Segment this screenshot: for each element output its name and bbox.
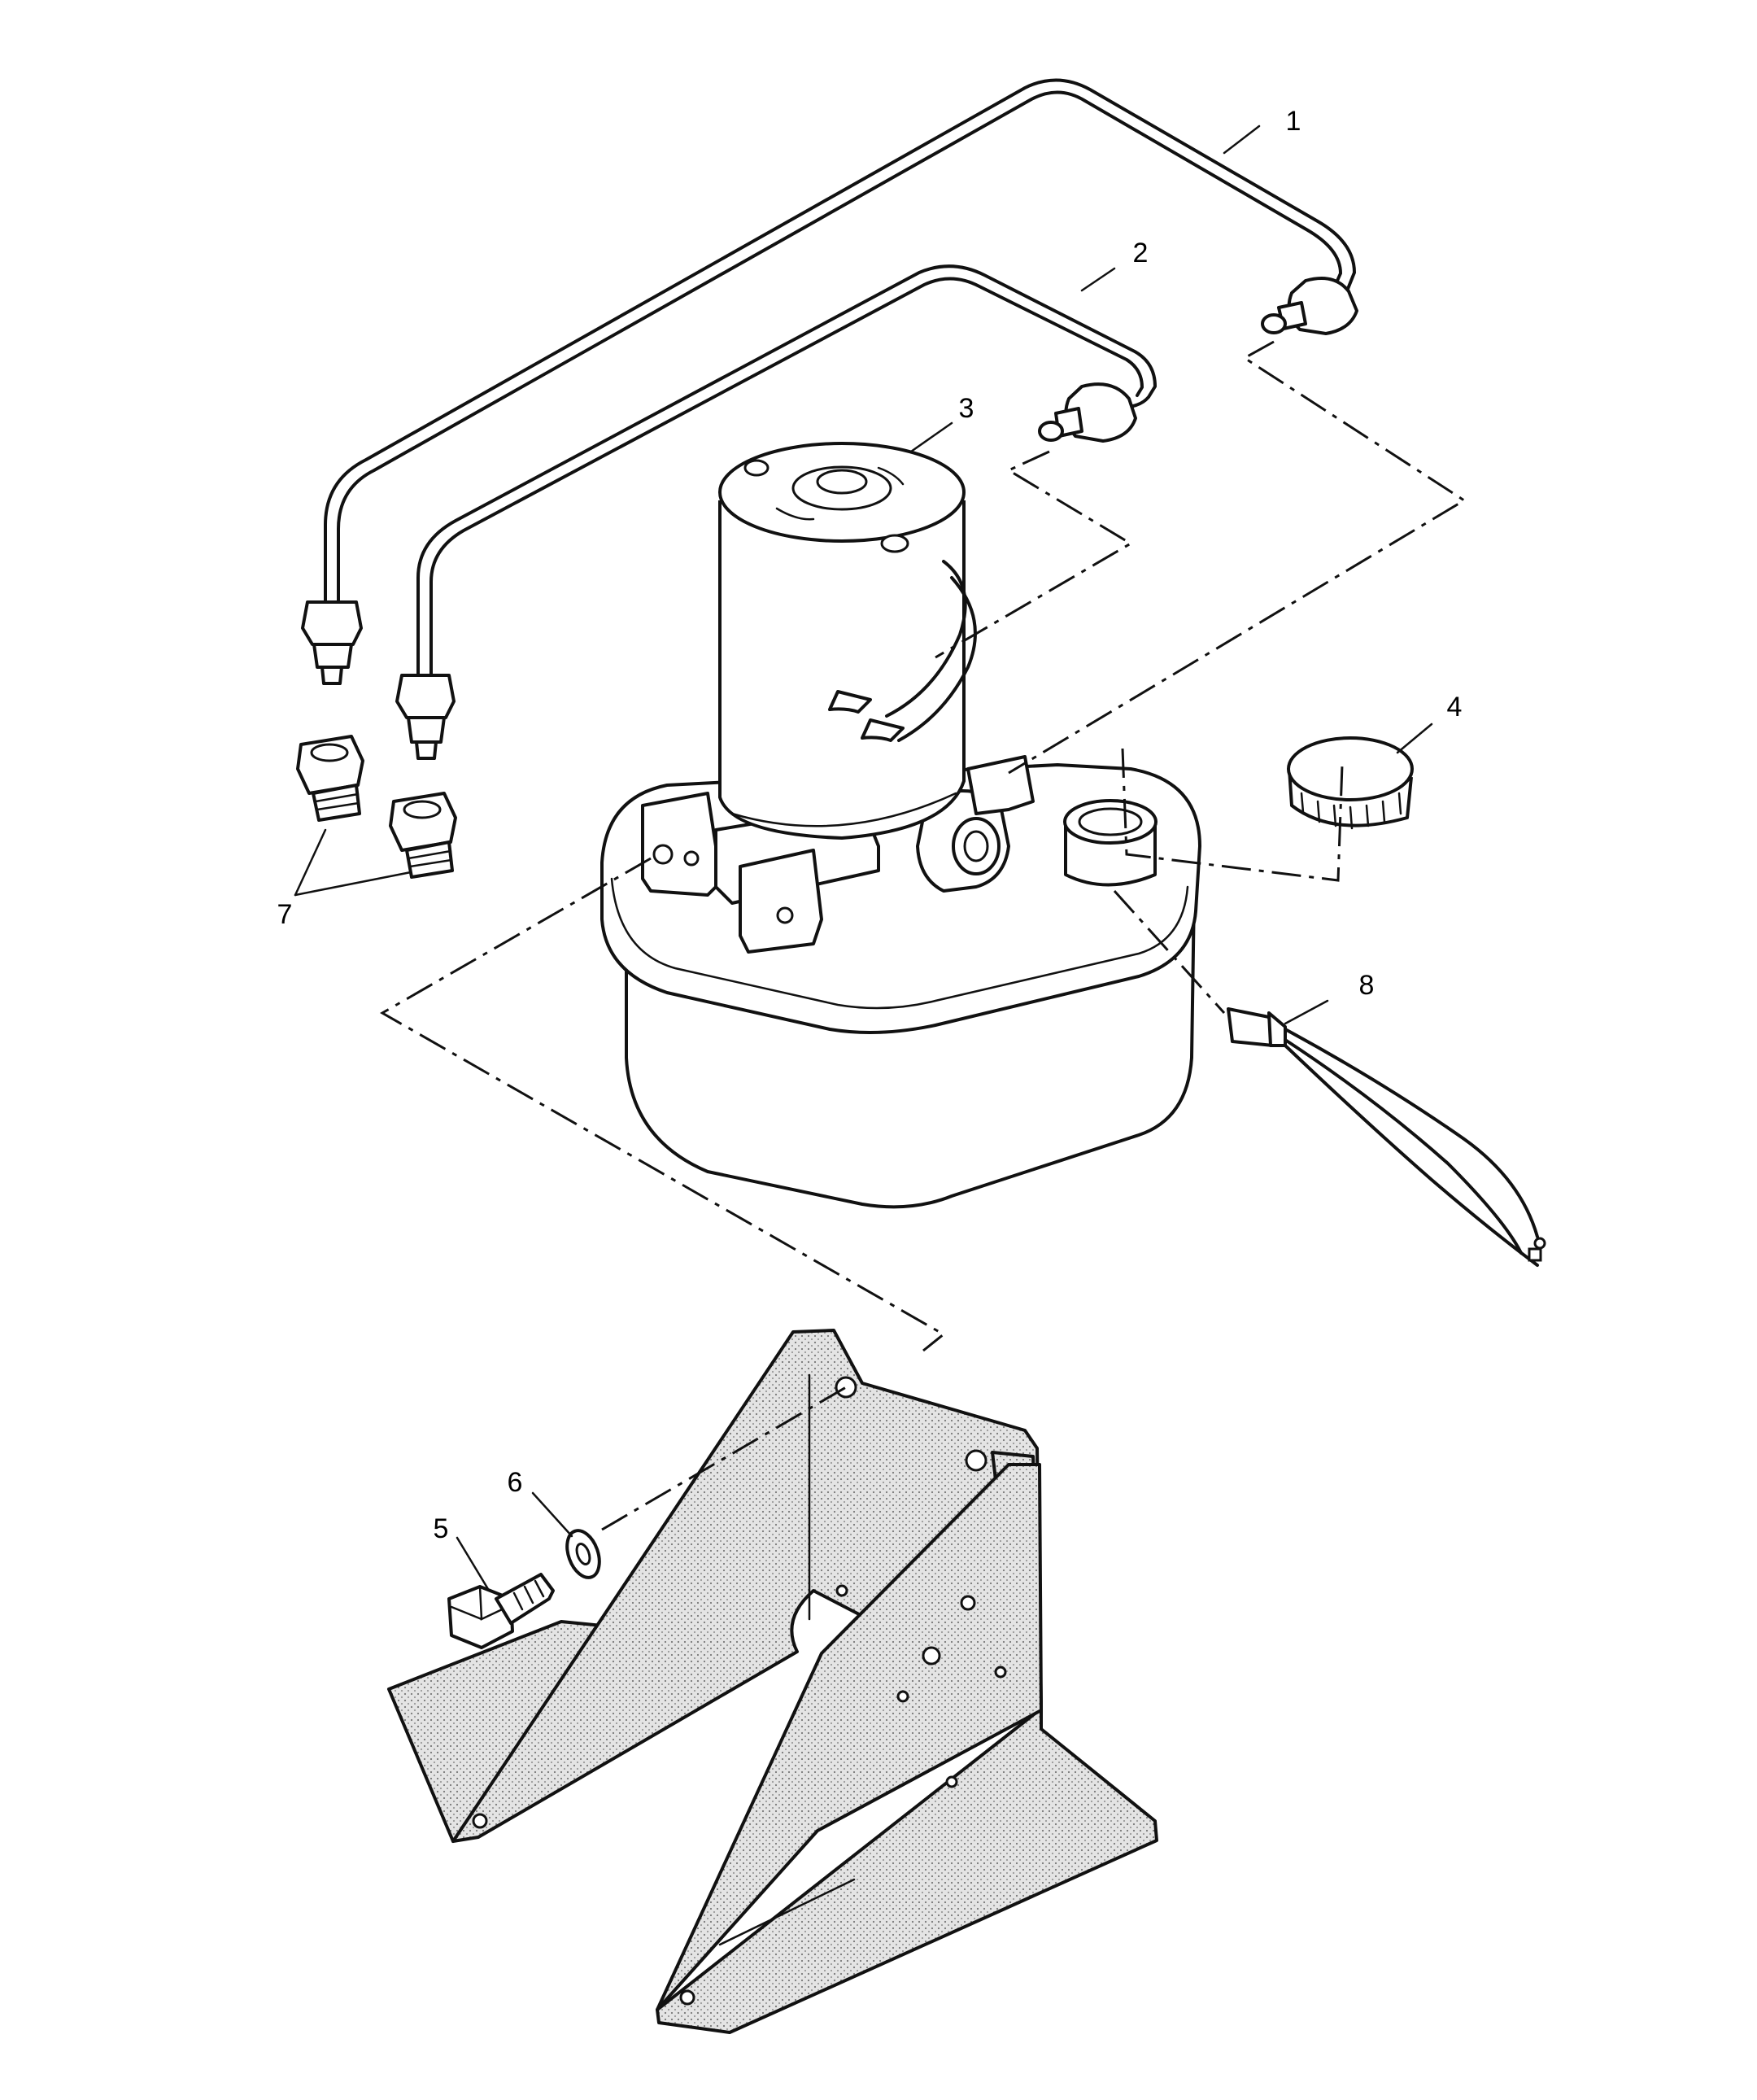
- callout-4: 4: [1447, 692, 1463, 723]
- callout-3: 3: [959, 393, 974, 424]
- hydraulic-line-2: [395, 264, 1157, 760]
- alignment-lines: [379, 340, 1467, 1531]
- hydraulic-line-1: [301, 78, 1358, 685]
- callout-6: 6: [508, 1467, 523, 1498]
- callout-2: 2: [1133, 238, 1149, 269]
- leader-lines: [294, 124, 1433, 1591]
- sending-unit-8: [1227, 1007, 1546, 1267]
- callout-8: 8: [1359, 970, 1375, 1001]
- fitting-pair-7: [296, 735, 457, 879]
- mounting-bracket: [387, 1329, 1158, 2034]
- screw-5: [447, 1573, 555, 1649]
- callout-1: 1: [1286, 106, 1301, 137]
- callout-7: 7: [277, 899, 293, 930]
- callout-labels: 1 2 3 4 5 6 7 8: [277, 106, 1463, 1544]
- callout-5: 5: [434, 1513, 449, 1544]
- reservoir-cap-4: [1287, 736, 1414, 830]
- washer-6: [565, 1529, 601, 1579]
- pump-motor-3: [718, 442, 977, 840]
